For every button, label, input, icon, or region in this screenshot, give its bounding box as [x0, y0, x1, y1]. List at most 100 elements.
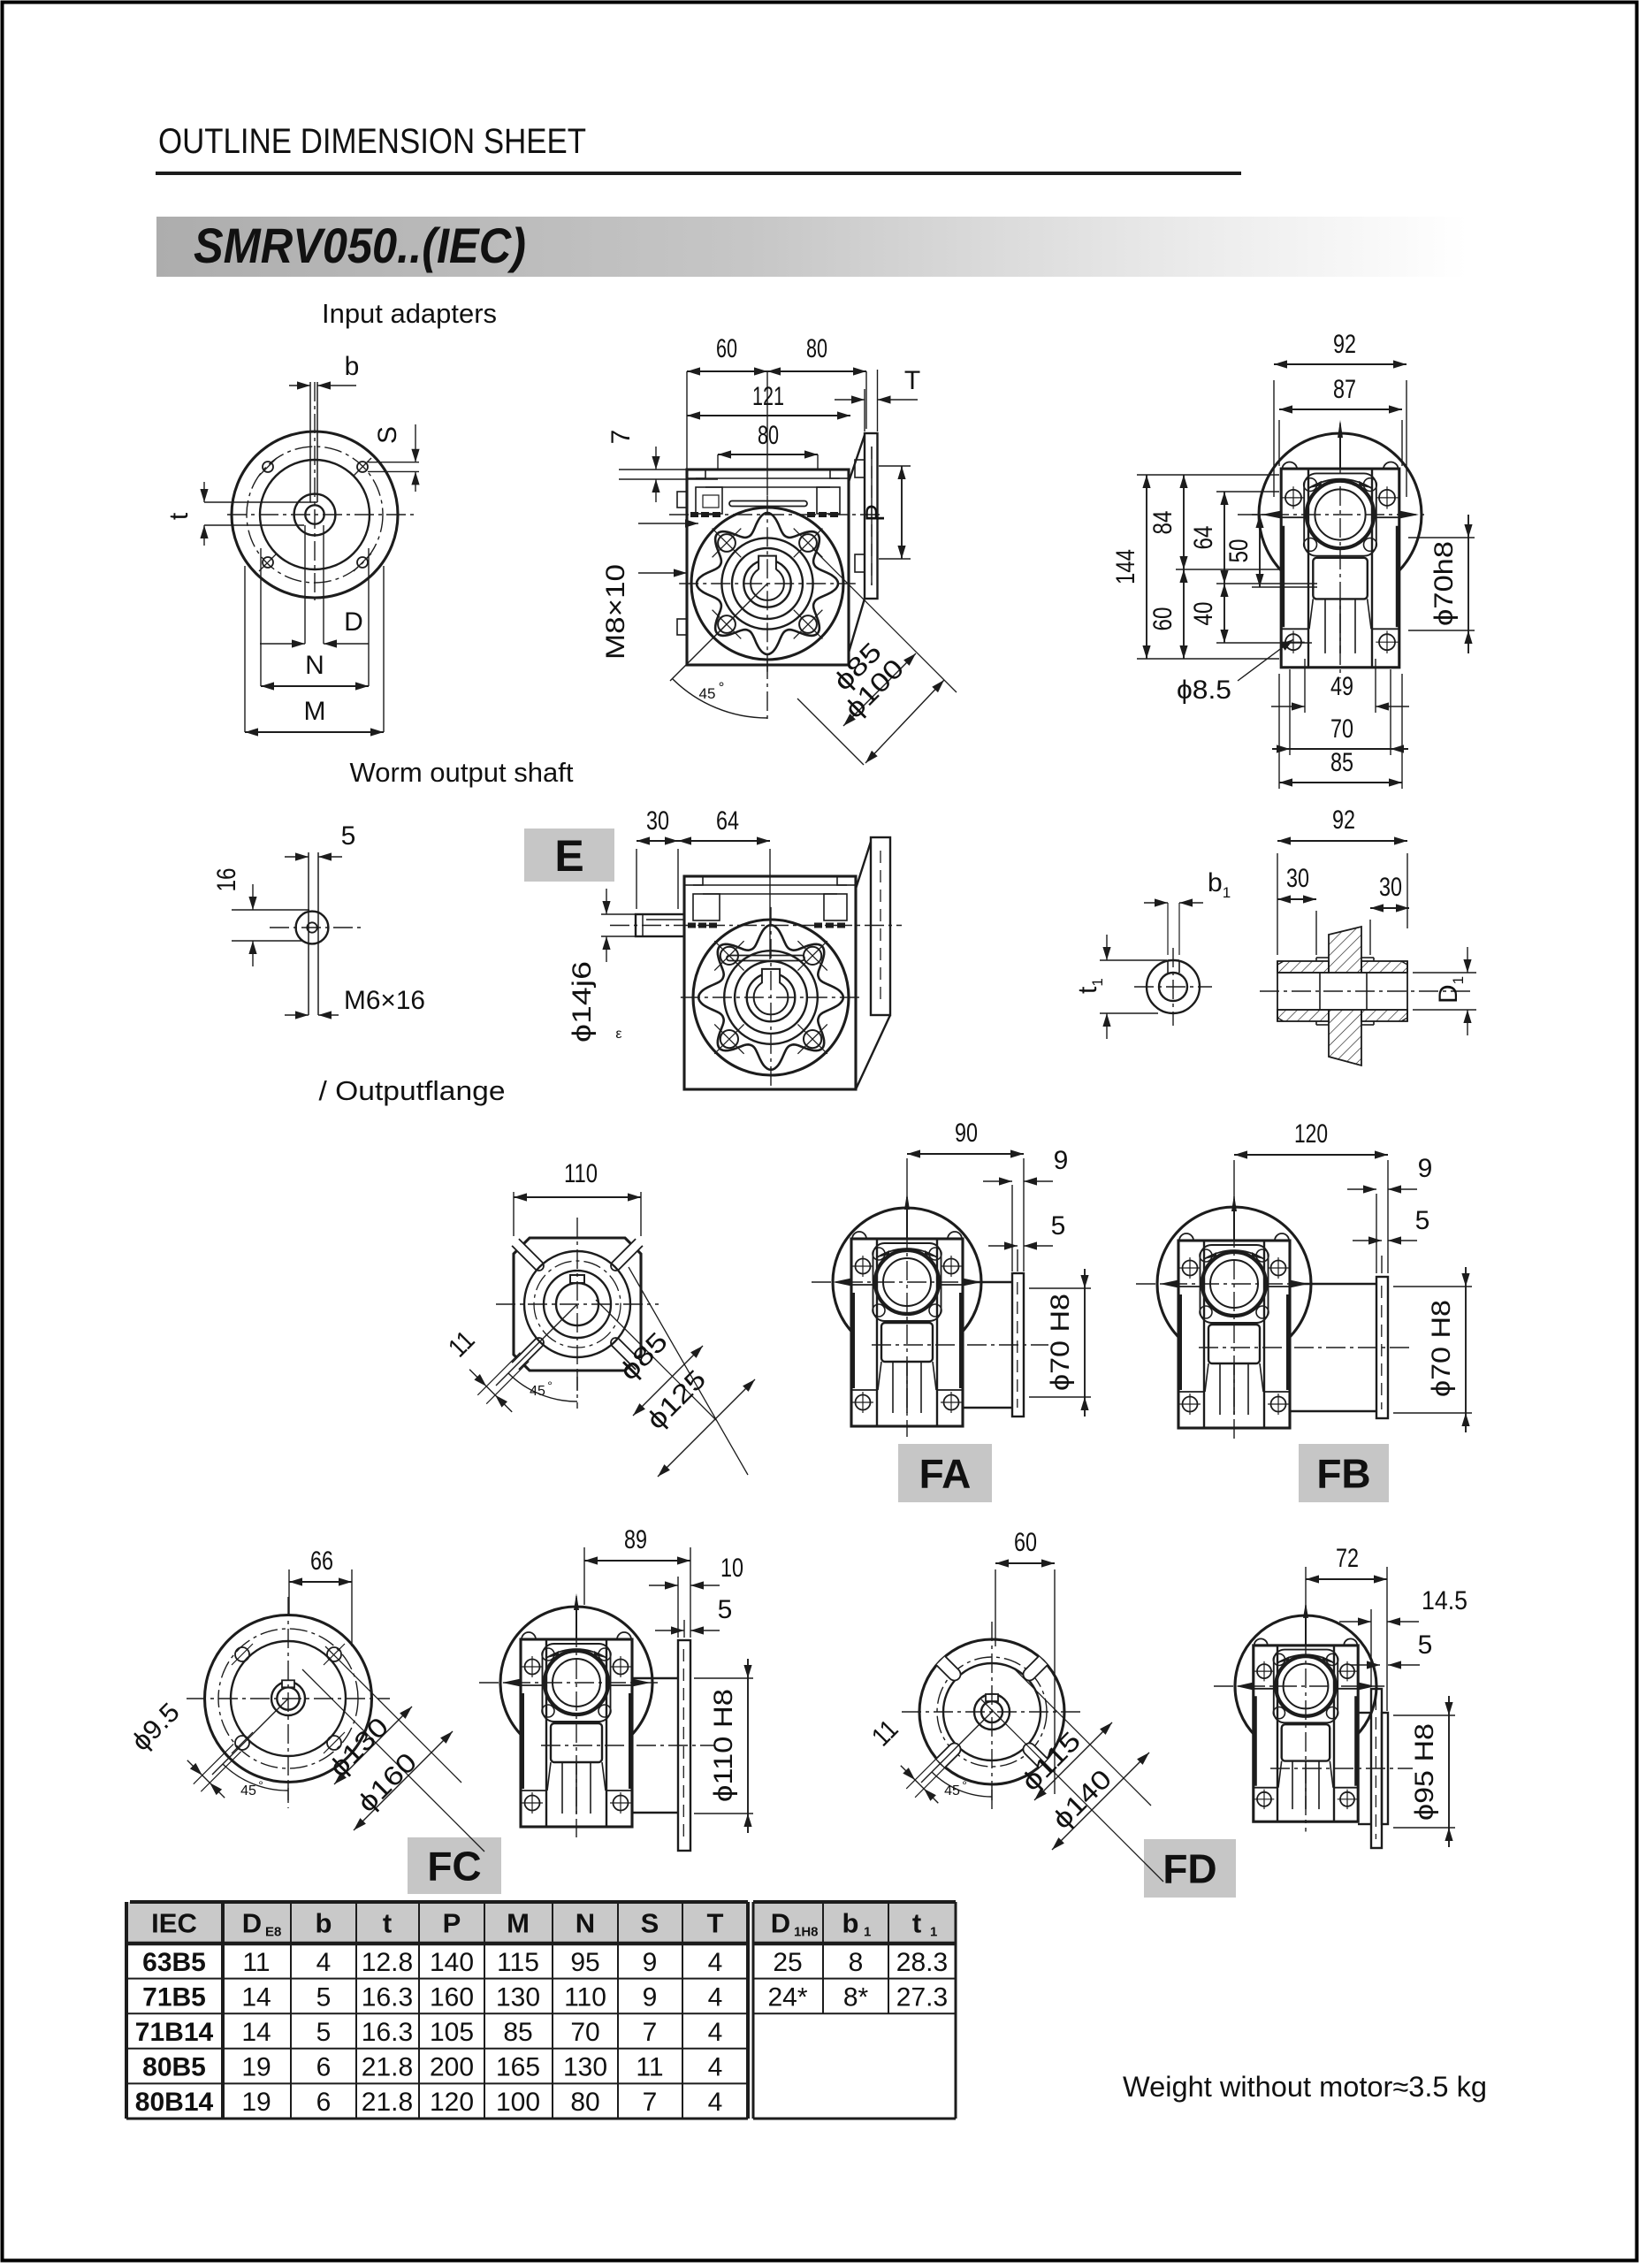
svg-text:144: 144 [1111, 549, 1140, 584]
svg-text:FC: FC [427, 1844, 481, 1890]
svg-text:28.3: 28.3 [896, 1948, 948, 1977]
svg-text:Worm output shaft: Worm output shaft [350, 757, 574, 788]
svg-text:14.5: 14.5 [1422, 1586, 1467, 1615]
svg-text:16.3: 16.3 [362, 2018, 413, 2047]
svg-text:80: 80 [570, 2088, 599, 2117]
svg-text:OUTLINE DIMENSION SHEET: OUTLINE DIMENSION SHEET [158, 122, 586, 161]
svg-text:9: 9 [1418, 1154, 1433, 1183]
svg-text:24*: 24* [767, 1982, 807, 2012]
svg-text:9: 9 [643, 1948, 658, 1977]
svg-text:80: 80 [806, 334, 827, 363]
svg-text:130: 130 [496, 1982, 540, 2012]
svg-text:ε: ε [615, 1027, 621, 1042]
svg-text:E: E [554, 831, 583, 881]
svg-text:30: 30 [646, 806, 669, 836]
svg-text:21.8: 21.8 [362, 2053, 413, 2082]
svg-text:105: 105 [430, 2018, 474, 2047]
svg-text:16.3: 16.3 [362, 1982, 413, 2012]
svg-text:T: T [707, 1908, 724, 1939]
svg-text:165: 165 [496, 2053, 540, 2082]
svg-text:49: 49 [1330, 672, 1353, 701]
svg-text:45: 45 [944, 1783, 960, 1798]
svg-text:8: 8 [849, 1948, 864, 1977]
svg-text:14: 14 [241, 2018, 271, 2047]
svg-text:110: 110 [564, 1159, 598, 1188]
svg-text:6: 6 [316, 2088, 332, 2117]
svg-text:5: 5 [1415, 1206, 1430, 1235]
svg-text:71B14: 71B14 [135, 2018, 214, 2047]
svg-text:25: 25 [773, 1948, 802, 1977]
svg-text:4: 4 [708, 1982, 723, 2012]
svg-text:ϕ95 H8: ϕ95 H8 [1410, 1723, 1439, 1821]
svg-text:19: 19 [241, 2053, 271, 2082]
svg-text:90: 90 [955, 1119, 978, 1148]
svg-text:FA: FA [919, 1451, 972, 1497]
svg-text:5: 5 [316, 1982, 332, 2012]
svg-text:8*: 8* [843, 1982, 869, 2012]
svg-text:ϕ70 H8: ϕ70 H8 [1046, 1294, 1075, 1391]
svg-text:92: 92 [1332, 806, 1355, 835]
svg-text:5: 5 [316, 2018, 332, 2047]
svg-text:19: 19 [241, 2088, 271, 2117]
svg-text:4: 4 [708, 1948, 723, 1977]
svg-text:71B5: 71B5 [142, 1982, 206, 2012]
svg-text:12.8: 12.8 [362, 1948, 413, 1977]
svg-text:9: 9 [1054, 1146, 1069, 1175]
svg-text:1: 1 [930, 1925, 937, 1940]
svg-text:66: 66 [310, 1546, 333, 1576]
svg-text:21.8: 21.8 [362, 2088, 413, 2117]
svg-text:D: D [242, 1908, 262, 1939]
svg-text:ϕ110 H8: ϕ110 H8 [709, 1689, 738, 1802]
svg-text:4: 4 [708, 2088, 723, 2117]
svg-text:°: ° [258, 1778, 263, 1792]
svg-text:Input adapters: Input adapters [322, 298, 497, 329]
svg-text:80B5: 80B5 [142, 2053, 206, 2082]
svg-text:ϕ8.5: ϕ8.5 [1177, 676, 1231, 705]
svg-text:ϕ70 H8: ϕ70 H8 [1427, 1300, 1456, 1397]
svg-text:t: t [383, 1908, 392, 1939]
svg-text:100: 100 [496, 2088, 540, 2117]
svg-text:M: M [507, 1908, 530, 1939]
svg-text:FD: FD [1163, 1846, 1216, 1892]
svg-text:D: D [344, 607, 363, 637]
svg-text:87: 87 [1333, 375, 1356, 404]
svg-text:5: 5 [1418, 1630, 1433, 1660]
svg-text:9: 9 [643, 1982, 658, 2012]
svg-text:t: t [912, 1908, 921, 1939]
svg-text:b: b [316, 1908, 332, 1939]
svg-text:110: 110 [564, 1982, 606, 2012]
svg-text:IEC: IEC [151, 1908, 197, 1939]
svg-text:T: T [904, 366, 920, 395]
svg-text:°: ° [547, 1378, 553, 1393]
svg-text:b: b [842, 1908, 859, 1939]
svg-text:S: S [373, 426, 402, 444]
svg-text:5: 5 [718, 1595, 733, 1624]
svg-text:D: D [771, 1908, 790, 1939]
svg-text:120: 120 [1294, 1119, 1328, 1149]
svg-text:11: 11 [636, 2053, 663, 2082]
svg-text:6: 6 [316, 2053, 332, 2082]
svg-text:SMRV050..(IEC): SMRV050..(IEC) [194, 218, 526, 273]
svg-text:130: 130 [563, 2053, 607, 2082]
svg-text:b: b [345, 352, 360, 381]
svg-text:ϕ14j6: ϕ14j6 [568, 961, 597, 1042]
svg-text:N: N [576, 1908, 595, 1939]
svg-text:4: 4 [316, 1948, 332, 1977]
svg-text:63B5: 63B5 [142, 1948, 206, 1977]
svg-text:95: 95 [570, 1948, 599, 1977]
svg-text:64: 64 [1189, 526, 1218, 550]
svg-text:27.3: 27.3 [896, 1982, 948, 2012]
svg-text:M: M [304, 697, 326, 726]
svg-text:85: 85 [503, 2018, 532, 2047]
svg-text:84: 84 [1148, 511, 1178, 535]
svg-text:30: 30 [1379, 873, 1402, 902]
svg-text:120: 120 [430, 2088, 474, 2117]
svg-text:60: 60 [1014, 1528, 1037, 1557]
svg-text:P: P [443, 1908, 461, 1939]
svg-text:7: 7 [643, 2018, 658, 2047]
svg-text:10: 10 [720, 1554, 743, 1583]
svg-text:121: 121 [752, 382, 784, 411]
svg-text:E8: E8 [265, 1925, 281, 1940]
svg-text:7: 7 [643, 2088, 658, 2117]
svg-text:/ Outputflange: / Outputflange [319, 1075, 506, 1106]
